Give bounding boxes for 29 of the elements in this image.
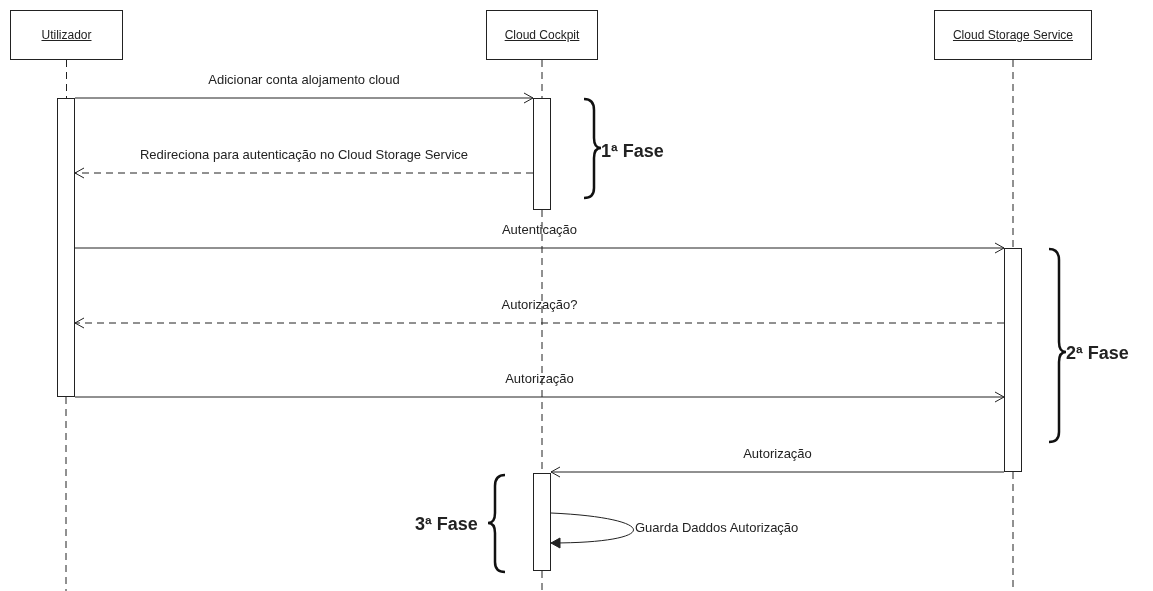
message-arrow [74,391,1005,403]
phase-label: 3ª Fase [415,513,478,535]
phase-label: 2ª Fase [1066,342,1129,364]
lifeline [541,59,543,99]
message-arrow [74,242,1005,254]
message-arrow [74,92,534,104]
phase-label: 1ª Fase [601,140,664,162]
message-label: Redireciona para autenticação no Cloud Storage Service [139,147,469,163]
activation-bar [533,98,551,210]
lifeline [1012,59,1014,249]
message-label: Autorização [743,446,812,462]
message-label: Guarda Daddos Autorização [635,520,799,536]
self-message-arrow [550,512,634,549]
activation-bar [1004,248,1022,472]
message-label: Autorização? [501,297,578,313]
participant-box: Cloud Storage Service [934,10,1092,60]
message-arrow [74,167,534,179]
message-label: Autenticação [501,222,578,238]
participant-box: Cloud Cockpit [486,10,598,60]
participant-box: Utilizador [10,10,123,60]
message-label: Autorização [505,371,574,387]
activation-bar [57,98,75,397]
message-arrow [74,317,1005,329]
activation-bar [533,473,551,571]
message-label: Adicionar conta alojamento cloud [208,72,400,88]
lifeline [541,570,543,591]
lifeline [65,396,67,591]
message-arrow [550,466,1005,478]
lifeline [66,59,67,99]
